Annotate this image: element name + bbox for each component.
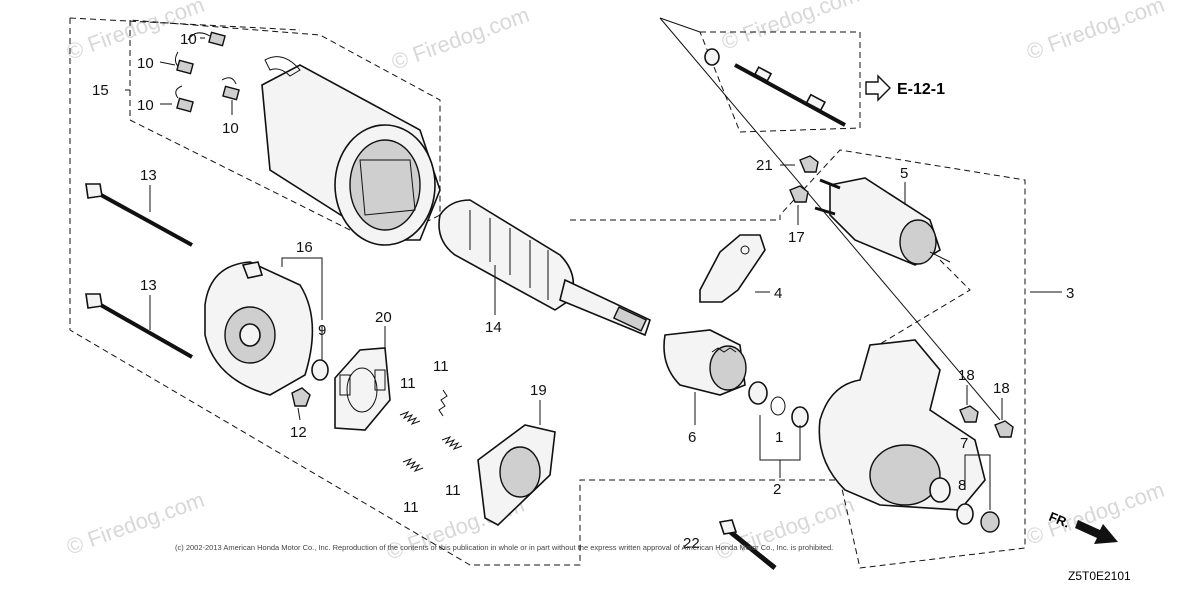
outline-solenoid-link <box>869 259 971 351</box>
gear-plate <box>477 424 556 526</box>
callout-11-b: 11 <box>433 358 449 375</box>
front-arrow-icon <box>1075 520 1118 544</box>
watermark-7: © Firedog.com <box>1023 477 1167 550</box>
watermark-2: © Firedog.com <box>388 2 532 75</box>
callout-7: 7 <box>960 435 968 452</box>
reference-bolt <box>704 48 846 127</box>
callout-13-a: 13 <box>140 167 157 184</box>
leader-lines <box>125 37 1062 510</box>
rear-cover <box>204 261 314 396</box>
callout-10-b: 10 <box>180 31 197 48</box>
front-direction-marker: FR. <box>1047 509 1118 544</box>
diagram-code: Z5T0E2101 <box>1068 569 1131 583</box>
callout-8: 8 <box>958 477 966 494</box>
brush-set <box>174 31 240 113</box>
brush-springs <box>399 389 463 473</box>
spring-2 <box>438 389 448 417</box>
callout-10-d: 10 <box>222 120 239 137</box>
spring-4 <box>402 457 424 473</box>
watermark-8: © Firedog.com <box>718 0 862 55</box>
stop-collar-set <box>748 381 809 428</box>
callout-13-b: 13 <box>140 277 157 294</box>
housing-nut-18a <box>959 405 979 423</box>
callout-9: 9 <box>318 322 326 339</box>
outline-mid-link <box>570 215 781 221</box>
cover-nut <box>291 387 311 407</box>
bushing <box>311 359 329 381</box>
front-housing <box>818 339 986 511</box>
callout-15: 15 <box>92 82 109 99</box>
callout-12: 12 <box>290 424 307 441</box>
copyright-notice: (c) 2002-2013 American Honda Motor Co., … <box>175 543 833 552</box>
brush-3 <box>175 85 194 113</box>
terminal-nut-21 <box>799 155 819 173</box>
shift-lever <box>699 234 766 303</box>
callout-10-a: 10 <box>137 55 154 72</box>
callout-22: 22 <box>683 535 700 552</box>
terminal-nut-17 <box>789 185 809 203</box>
callout-20: 20 <box>375 309 392 326</box>
motor-yoke <box>261 56 441 246</box>
outline-right-assembly <box>779 149 1026 569</box>
housing-nut-18b <box>994 420 1014 438</box>
brush-2 <box>174 51 194 75</box>
callout-11-a: 11 <box>400 375 416 392</box>
brush-holder-plate <box>334 347 391 431</box>
spring-1 <box>399 410 421 426</box>
mounting-bolt <box>718 519 777 570</box>
solenoid <box>814 177 951 266</box>
front-bushing <box>956 503 974 525</box>
assembly-outlines <box>69 17 1026 569</box>
callout-2: 2 <box>773 481 781 498</box>
outline-reference-link <box>659 17 701 33</box>
callouts: 15 10 10 10 10 13 13 16 9 12 20 11 11 11… <box>92 31 1074 552</box>
armature <box>438 199 651 337</box>
callout-1: 1 <box>775 429 783 446</box>
reference-label: E-12-1 <box>897 81 945 98</box>
through-bolt-lower <box>85 293 193 359</box>
spring-3 <box>441 435 463 451</box>
through-bolt-upper <box>85 183 193 247</box>
callout-11-d: 11 <box>403 499 419 516</box>
callout-14: 14 <box>485 319 502 336</box>
callout-11-c: 11 <box>445 482 461 499</box>
outline-main-left <box>69 18 840 566</box>
callout-16: 16 <box>296 239 313 256</box>
callout-19: 19 <box>530 382 547 399</box>
outline-brush-group <box>129 19 441 246</box>
reference-arrow-icon <box>865 74 891 102</box>
callout-6: 6 <box>688 429 696 446</box>
callout-10-c: 10 <box>137 97 154 114</box>
callout-5: 5 <box>900 165 908 182</box>
dust-cap <box>980 511 1000 533</box>
outline-reference-box <box>699 31 861 133</box>
callout-4: 4 <box>774 285 782 302</box>
front-marker-label: FR. <box>1047 509 1072 531</box>
callout-17: 17 <box>788 229 805 246</box>
brush-4 <box>221 77 240 101</box>
brush-1 <box>187 31 226 47</box>
callout-21: 21 <box>756 157 773 174</box>
watermark-3: © Firedog.com <box>1023 0 1167 65</box>
outline-bolt-axis <box>659 17 1001 421</box>
callout-18-b: 18 <box>993 380 1010 397</box>
pinion-clutch <box>663 329 747 396</box>
callout-3: 3 <box>1066 285 1074 302</box>
callout-18-a: 18 <box>958 367 975 384</box>
